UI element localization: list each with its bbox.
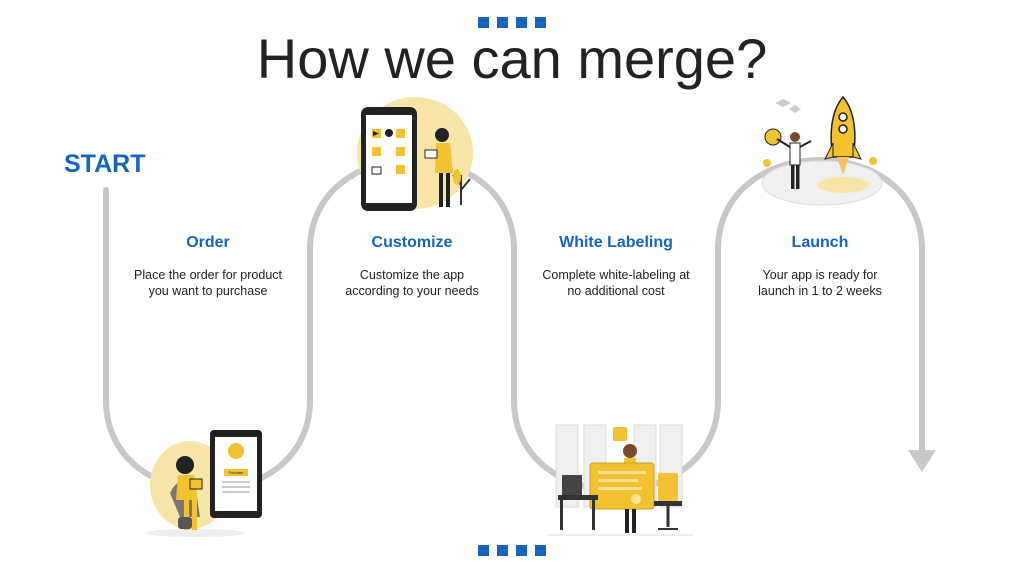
decor-square <box>516 17 527 28</box>
step-white-labeling: White Labeling Complete white-labeling a… <box>541 234 691 299</box>
step-title: Order <box>186 234 230 251</box>
step-description: Place the order for product you want to … <box>134 268 282 298</box>
top-decoration-dots <box>0 17 1024 28</box>
decor-square <box>535 545 546 556</box>
step-customize: Customize Customize the app according to… <box>337 234 487 299</box>
decor-square <box>497 545 508 556</box>
tablet-screen-label: Purchase <box>229 471 244 475</box>
tablet-shopping-illustration: Purchase <box>145 430 262 537</box>
step-title: White Labeling <box>559 234 673 251</box>
step-launch: Launch Your app is ready for launch in 1… <box>745 234 895 299</box>
step-order: Order Place the order for product you wa… <box>133 234 283 299</box>
phone-customize-illustration <box>357 97 473 211</box>
step-title: Customize <box>371 234 453 251</box>
decor-square <box>497 17 508 28</box>
arrow-head-icon <box>908 450 936 472</box>
decor-square <box>478 17 489 28</box>
step-description: Complete white-labeling at no additional… <box>542 268 690 298</box>
page-title: How we can merge? <box>256 27 768 90</box>
step-description: Customize the app according to your need… <box>345 268 479 298</box>
step-description: Your app is ready for launch in 1 to 2 w… <box>758 268 882 298</box>
decor-square <box>478 545 489 556</box>
office-certificate-illustration <box>548 424 693 536</box>
step-title: Launch <box>791 234 849 251</box>
decor-square <box>516 545 527 556</box>
decor-square <box>535 17 546 28</box>
start-label: START <box>64 150 146 178</box>
rocket-launch-illustration <box>761 95 883 206</box>
bottom-decoration-dots <box>0 545 1024 556</box>
